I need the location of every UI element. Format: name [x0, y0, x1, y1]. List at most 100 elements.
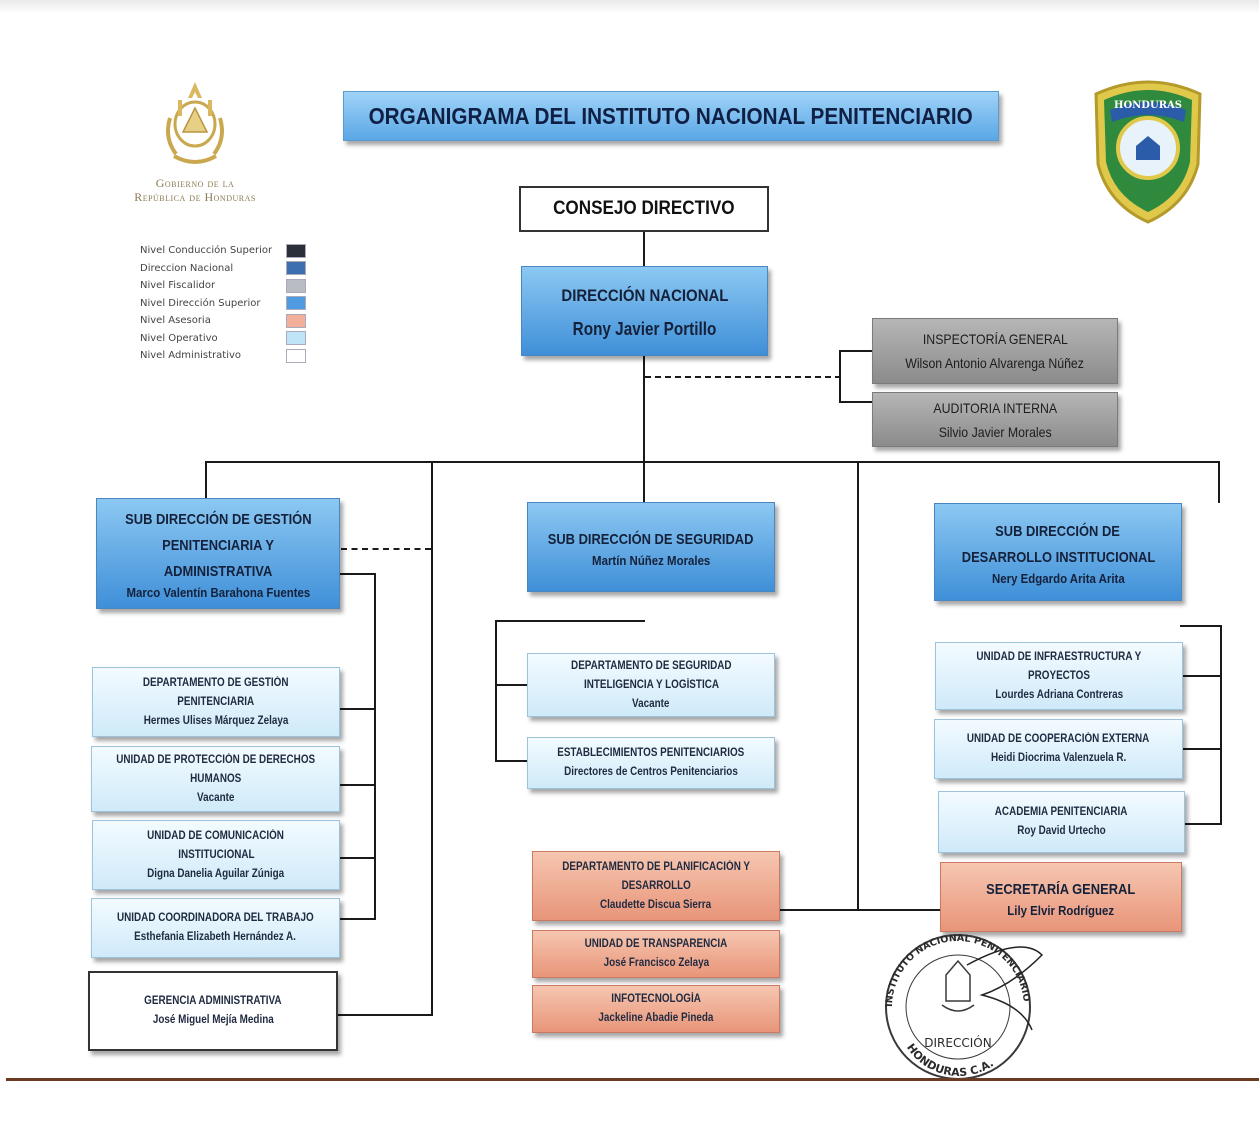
unit-line1: DEPARTAMENTO DE PLANIFICACIÓN Y [562, 860, 750, 873]
seal-top-text: INSTITUTO NACIONAL PENITENCIARIO [884, 933, 1032, 1007]
legend-item: Direccion Nacional [140, 260, 306, 278]
gerencia-name: José Miguel Mejía Medina [152, 1014, 274, 1026]
inspectoria-title: INSPECTORÍA GENERAL [922, 331, 1068, 347]
gerencia-administrativa-box: GERENCIA ADMINISTRATIVA José Miguel Mejí… [88, 971, 338, 1051]
inspectoria-name: Wilson Antonio Alvarenga Núñez [905, 355, 1085, 371]
legend-item: Nivel Fiscalidor [140, 277, 306, 295]
unit-name: José Francisco Zelaya [603, 957, 709, 969]
unit-line1: INFOTECNOLOGÍA [611, 993, 701, 1005]
unit-line1: UNIDAD DE PROTECCIÓN DE DERECHOS [116, 753, 315, 766]
sub-gestion-line1: SUB DIRECCIÓN DE GESTIÓN [124, 511, 312, 528]
inspectoria-general-box: INSPECTORÍA GENERAL Wilson Antonio Alvar… [872, 318, 1118, 384]
official-seal-stamp-icon: INSTITUTO NACIONAL PENITENCIARIO HONDURA… [884, 933, 1044, 1080]
connector [1183, 675, 1222, 677]
direccion-title: DIRECCIÓN NACIONAL [560, 285, 729, 305]
direccion-nacional-box: DIRECCIÓN NACIONAL Rony Javier Portillo [521, 266, 768, 356]
unit-name: Claudette Discua Sierra [600, 898, 712, 911]
unit-name: Esthefania Elizabeth Hernández A. [134, 931, 297, 943]
secretaria-name: Lily Elvir Rodríguez [1007, 902, 1115, 918]
sub-desarrollo-name: Nery Edgardo Arita Arita [991, 570, 1125, 586]
connector [495, 620, 645, 622]
unit-line2: INSTITUCIONAL [177, 848, 255, 861]
unit-box: DEPARTAMENTO DE SEGURIDAD INTELIGENCIA Y… [527, 653, 775, 717]
sub-desarrollo-line1: SUB DIRECCIÓN DE [995, 522, 1121, 540]
unit-line2: HUMANOS [189, 772, 242, 785]
unit-name: Jackeline Abadie Pineda [598, 1012, 714, 1024]
legend-item: Nivel Operativo [140, 330, 306, 348]
connector [340, 857, 376, 859]
sub-gestion-name: Marco Valentín Barahona Fuentes [126, 585, 310, 600]
connector [205, 461, 1220, 463]
dashed-connector [645, 376, 841, 378]
unit-line1: DEPARTAMENTO DE GESTIÓN [143, 676, 289, 689]
legend-swatch [286, 331, 306, 346]
connector [495, 760, 527, 762]
legend: Nivel Conducción Superior Direccion Naci… [140, 242, 306, 365]
unit-box: DEPARTAMENTO DE PLANIFICACIÓN Y DESARROL… [532, 851, 780, 921]
unit-name: Heidi Diocrima Valenzuela R. [990, 752, 1127, 764]
unit-name: Hermes Ulises Márquez Zelaya [143, 714, 289, 727]
unit-line1: UNIDAD COORDINADORA DEL TRABAJO [117, 912, 314, 924]
legend-swatch [286, 348, 306, 363]
unit-line1: UNIDAD DE TRANSPARENCIA [584, 938, 728, 950]
connector [1180, 625, 1222, 627]
unit-box: DEPARTAMENTO DE GESTIÓN PENITENCIARIA He… [92, 667, 340, 737]
connector [857, 461, 859, 911]
unit-box: UNIDAD COORDINADORA DEL TRABAJO Esthefan… [91, 898, 340, 958]
connector [495, 620, 497, 762]
unit-name: Vacante [632, 697, 670, 710]
unit-box: UNIDAD DE PROTECCIÓN DE DERECHOS HUMANOS… [91, 746, 340, 812]
unit-line1: UNIDAD DE COMUNICACIÓN [147, 829, 285, 842]
honduras-coat-of-arms-icon [166, 82, 224, 164]
unit-line1: DEPARTAMENTO DE SEGURIDAD [570, 659, 732, 672]
auditoria-interna-box: AUDITORIA INTERNA Silvio Javier Morales [872, 392, 1118, 447]
unit-box: ACADEMIA PENITENCIARIA Roy David Urtecho [938, 791, 1185, 853]
connector [839, 350, 841, 403]
sub-desarrollo-line2: DESARROLLO INSTITUCIONAL [961, 548, 1155, 566]
signature-stroke [966, 946, 1044, 1031]
chart-title: ORGANIGRAMA DEL INSTITUTO NACIONAL PENIT… [343, 91, 999, 141]
consejo-directivo-box: CONSEJO DIRECTIVO [519, 186, 769, 232]
connector [431, 461, 433, 1016]
sub-seguridad-name: Martín Núñez Morales [591, 552, 711, 568]
connector [338, 1014, 433, 1016]
legend-swatch [286, 296, 306, 311]
unit-line2: INTELIGENCIA Y LOGÍSTICA [583, 678, 719, 691]
connector [340, 918, 376, 920]
legend-item: Nivel Dirección Superior [140, 295, 306, 313]
connector [205, 461, 207, 499]
sub-direccion-desarrollo-box: SUB DIRECCIÓN DE DESARROLLO INSTITUCIONA… [934, 503, 1182, 601]
gov-logo-line1: Gobierno de la [155, 176, 235, 190]
legend-swatch [286, 313, 306, 328]
unit-box: UNIDAD DE COOPERACIÓN EXTERNA Heidi Dioc… [934, 719, 1183, 779]
connector [643, 232, 645, 268]
unit-line2: PROYECTOS [1028, 669, 1090, 682]
connector [1185, 823, 1222, 825]
legend-item: Nivel Asesoria [140, 312, 306, 330]
dashed-connector [341, 548, 431, 550]
connector [495, 684, 527, 686]
unit-line1: ESTABLECIMIENTOS PENITENCIARIOS [557, 747, 745, 759]
connector [839, 401, 873, 403]
top-shadow-bar [0, 0, 1259, 14]
connector [1218, 461, 1220, 503]
unit-name: Roy David Urtecho [1017, 825, 1106, 837]
unit-box: INFOTECNOLOGÍA Jackeline Abadie Pineda [532, 985, 780, 1033]
unit-line2: DESARROLLO [621, 879, 691, 892]
auditoria-name: Silvio Javier Morales [938, 423, 1052, 440]
secretaria-general-box: SECRETARÍA GENERAL Lily Elvir Rodríguez [940, 862, 1182, 932]
unit-line1: ACADEMIA PENITENCIARIA [995, 806, 1128, 818]
unit-box: ESTABLECIMIENTOS PENITENCIARIOS Director… [527, 737, 775, 789]
secretaria-title: SECRETARÍA GENERAL [986, 880, 1136, 898]
unit-name: Digna Danelia Aguilar Zúniga [147, 867, 285, 880]
unit-name: Lourdes Adriana Contreras [995, 688, 1123, 701]
legend-swatch [286, 278, 306, 293]
sub-seguridad-title: SUB DIRECCIÓN DE SEGURIDAD [548, 530, 754, 548]
direccion-name: Rony Javier Portillo [572, 318, 717, 339]
unit-name: Directores de Centros Penitenciarios [564, 766, 738, 778]
auditoria-title: AUDITORIA INTERNA [933, 399, 1057, 416]
connector [780, 909, 940, 911]
legend-item: Nivel Conducción Superior [140, 242, 306, 260]
connector [374, 573, 376, 920]
sub-gestion-line2: PENITENCIARIA Y [162, 537, 274, 554]
